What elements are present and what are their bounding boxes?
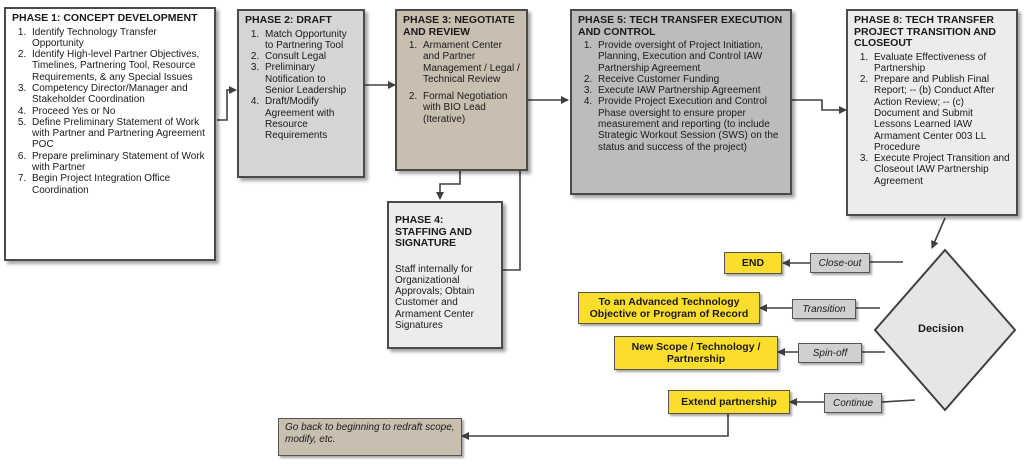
list-item: Provide oversight of Project Initiation,… bbox=[595, 40, 784, 74]
list-item: Proceed Yes or No bbox=[29, 106, 208, 117]
list-item: Identify Technology Transfer Opportunity bbox=[29, 27, 208, 50]
phase-2-title: PHASE 2: DRAFT bbox=[245, 14, 332, 26]
list-item: Match Opportunity to Partnering Tool bbox=[262, 29, 357, 52]
arrow-p4-p5 bbox=[502, 96, 569, 271]
phase-3-title: PHASE 3: NEGOTIATE AND REVIEW bbox=[403, 14, 515, 38]
list-item: Execute Project Transition and Closeout … bbox=[871, 153, 1010, 187]
list-item: Armament Center and Partner Management /… bbox=[420, 40, 520, 85]
list-item: Execute IAW Partnership Agreement bbox=[595, 85, 784, 96]
phase-3-box: PHASE 3: NEGOTIATE AND REVIEW Armament C… bbox=[395, 9, 528, 171]
phase-4-title: PHASE 4: STAFFING AND SIGNATURE bbox=[395, 214, 472, 249]
list-item: Receive Customer Funding bbox=[595, 74, 784, 85]
phase-8-list: Evaluate Effectiveness of Partnership Pr… bbox=[854, 52, 1010, 188]
arrow-p8-decision bbox=[931, 217, 946, 249]
arrow-p1-p2 bbox=[217, 86, 237, 121]
list-item: Identify High-level Partner Objectives, … bbox=[29, 49, 208, 83]
phase-4-box: PHASE 4: STAFFING AND SIGNATURE Staff in… bbox=[387, 201, 503, 349]
phase-8-title: PHASE 8: TECH TRANSFER PROJECT TRANSITIO… bbox=[854, 14, 996, 49]
list-item: Begin Project Integration Office Coordin… bbox=[29, 173, 208, 196]
decision-label: Decision bbox=[918, 323, 964, 335]
list-item: Formal Negotiation with BIO Lead (Iterat… bbox=[420, 91, 520, 125]
arrow-extend-goback bbox=[461, 414, 729, 440]
arrow-p5-p8 bbox=[792, 99, 847, 114]
continue-tag: Continue bbox=[824, 393, 882, 413]
go-back-box: Go back to beginning to redraft scope, m… bbox=[278, 418, 462, 456]
list-item: Provide Project Execution and Control Ph… bbox=[595, 96, 784, 152]
transition-tag: Transition bbox=[792, 299, 856, 319]
list-item: Prepare preliminary Statement of Work wi… bbox=[29, 151, 208, 174]
list-item: Consult Legal bbox=[262, 51, 357, 62]
phase-2-list: Match Opportunity to Partnering Tool Con… bbox=[245, 29, 357, 142]
list-item: Prepare and Publish Final Report; -- (b)… bbox=[871, 74, 1010, 153]
extend-partnership-box: Extend partnership bbox=[668, 390, 790, 414]
decision-diamond bbox=[873, 248, 1017, 412]
phase-5-list: Provide oversight of Project Initiation,… bbox=[578, 40, 784, 153]
list-item: Preliminary Notification to Senior Leade… bbox=[262, 62, 357, 96]
phase-1-box: PHASE 1: CONCEPT DEVELOPMENT Identify Te… bbox=[4, 7, 216, 261]
arrow-p3-p4 bbox=[436, 170, 461, 200]
phase-3-list: Armament Center and Partner Management /… bbox=[403, 40, 520, 125]
spinoff-tag: Spin-off bbox=[798, 343, 862, 363]
phase-1-list: Identify Technology Transfer Opportunity… bbox=[12, 27, 208, 196]
list-item: Draft/Modify Agreement with Resource Req… bbox=[262, 96, 357, 141]
closeout-tag: Close-out bbox=[810, 253, 870, 273]
arrow-decision-continue bbox=[881, 399, 916, 403]
phase-5-title: PHASE 5: TECH TRANSFER EXECUTION AND CON… bbox=[578, 14, 783, 38]
phase-8-box: PHASE 8: TECH TRANSFER PROJECT TRANSITIO… bbox=[846, 9, 1018, 216]
new-scope-box: New Scope / Technology / Partnership bbox=[614, 336, 778, 370]
end-box: END bbox=[724, 252, 782, 274]
phase-1-title: PHASE 1: CONCEPT DEVELOPMENT bbox=[12, 12, 198, 24]
list-item: Define Preliminary Statement of Work wit… bbox=[29, 117, 208, 151]
list-item: Competency Director/Manager and Stakehol… bbox=[29, 83, 208, 106]
phase-4-text: Staff internally for Organizational Appr… bbox=[395, 263, 475, 331]
phase-5-box: PHASE 5: TECH TRANSFER EXECUTION AND CON… bbox=[570, 9, 792, 195]
phase-2-box: PHASE 2: DRAFT Match Opportunity to Part… bbox=[237, 9, 365, 178]
advanced-technology-box: To an Advanced Technology Objective or P… bbox=[578, 292, 760, 324]
list-item: Evaluate Effectiveness of Partnership bbox=[871, 52, 1010, 75]
